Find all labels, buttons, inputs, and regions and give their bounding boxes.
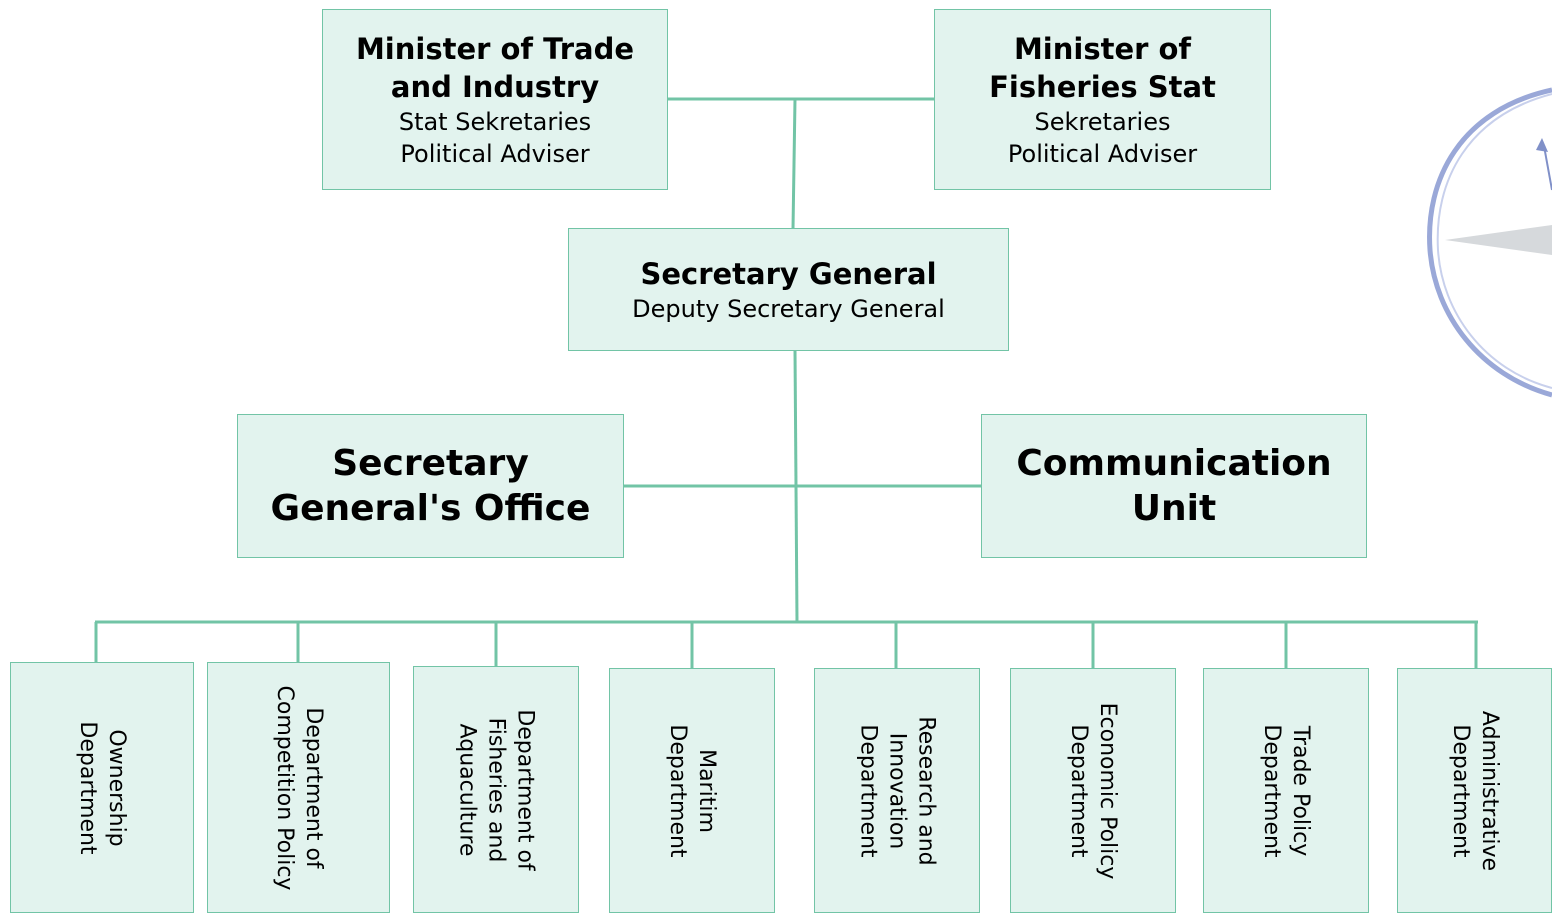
department-maritim: Maritim Department [609,668,775,913]
department-label: Administrative Department [1447,710,1502,871]
minister-fisheries-sub1: Sekretaries [1034,107,1171,136]
department-administrative: Administrative Department [1397,668,1552,913]
department-label: Department of Competition Policy [271,685,326,890]
secretary-general-office-box: Secretary General's Office [237,414,624,558]
department-research-innovation: Research and Innovation Department [814,668,980,913]
minister-trade-sub2: Political Adviser [400,139,590,168]
minister-fisheries-sub2: Political Adviser [1007,139,1198,168]
department-trade-policy: Trade Policy Department [1203,668,1369,913]
secretary-general-sub: Deputy Secretary General [632,294,945,323]
minister-trade-box: Minister of Trade and Industry Stat Sekr… [322,9,668,190]
minister-to-sg-line [791,98,797,230]
minister-trade-sub1: Stat Sekretaries [398,107,592,136]
department-label: Maritim Department [665,723,719,858]
department-label: Ownership Department [75,720,129,855]
compass-logo-icon [1427,87,1552,398]
secretary-general-title: Secretary General [640,256,937,291]
department-economic-policy: Economic Policy Department [1010,668,1176,913]
department-label: Department of Fisheries and Aquaculture [454,708,538,871]
secretary-general-office-title: Secretary General's Office [270,443,591,529]
department-competition-policy: Department of Competition Policy [207,662,390,913]
department-label: Economic Policy Department [1066,702,1120,879]
secretary-general-box: Secretary General Deputy Secretary Gener… [568,228,1009,351]
department-ownership: Ownership Department [10,662,194,913]
communication-unit-title: Communication Unit [1016,443,1332,529]
department-label: Trade Policy Department [1259,723,1313,858]
minister-fisheries-title: Minister of Fisheries Stat [989,31,1216,104]
minister-trade-title: Minister of Trade and Industry [355,31,635,104]
minister-fisheries-box: Minister of Fisheries Stat Sekretaries P… [934,9,1271,190]
communication-unit-box: Communication Unit [981,414,1367,558]
department-fisheries-aquaculture: Department of Fisheries and Aquaculture [413,666,579,913]
department-label: Research and Innovation Department [855,715,939,866]
